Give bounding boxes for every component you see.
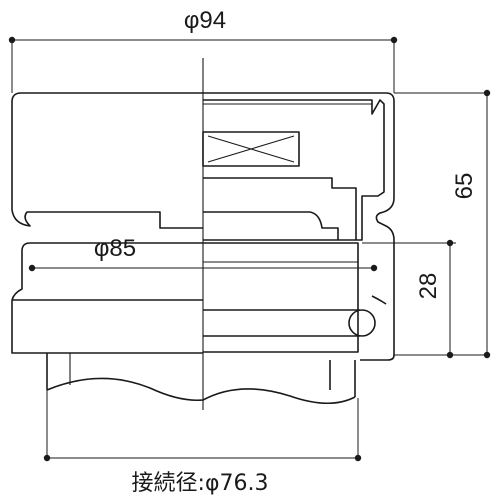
pipe-break-line-left xyxy=(46,377,204,402)
section-cap-outline xyxy=(203,92,395,361)
step-seat xyxy=(203,177,357,240)
sleeve-section xyxy=(203,242,359,353)
section-view xyxy=(202,92,395,405)
top-diameter-dimension: φ94 xyxy=(8,7,398,93)
oring-groove xyxy=(371,295,387,305)
bottom-dimension-dot-right xyxy=(354,454,362,462)
middle-dimension-dot-right xyxy=(370,264,378,272)
shoulder-outline xyxy=(11,242,203,301)
height-total-dot-top xyxy=(483,89,491,97)
height-lower-label: 28 xyxy=(415,273,442,300)
pipe-break-line-right xyxy=(202,388,356,405)
bottom-dimension-dot-left xyxy=(43,454,51,462)
height-total-label: 65 xyxy=(451,173,478,200)
exterior-view xyxy=(11,92,204,402)
connection-diameter-dimension: 接続径:φ76.3 xyxy=(43,390,362,496)
height-total-dot-bottom xyxy=(483,351,491,359)
connection-diameter-label: 接続径:φ76.3 xyxy=(132,471,269,496)
oring-circle xyxy=(348,309,376,337)
gasket-section xyxy=(202,131,300,167)
middle-dimension-dot-left xyxy=(28,264,36,272)
cap-outline xyxy=(11,92,203,229)
section-inner-wall xyxy=(203,99,385,241)
middle-diameter-label: φ85 xyxy=(94,235,136,262)
top-diameter-label: φ94 xyxy=(184,7,226,34)
flange-section xyxy=(203,211,339,240)
height-total-dimension: 65 xyxy=(394,89,491,359)
middle-diameter-dimension: φ85 xyxy=(28,235,378,272)
gasket-cross-b xyxy=(207,135,295,163)
height-lower-dot-top xyxy=(446,239,454,247)
lower-body-outline xyxy=(11,300,203,354)
height-lower-dimension: 28 xyxy=(362,239,456,359)
height-lower-dot-bottom xyxy=(446,351,454,359)
